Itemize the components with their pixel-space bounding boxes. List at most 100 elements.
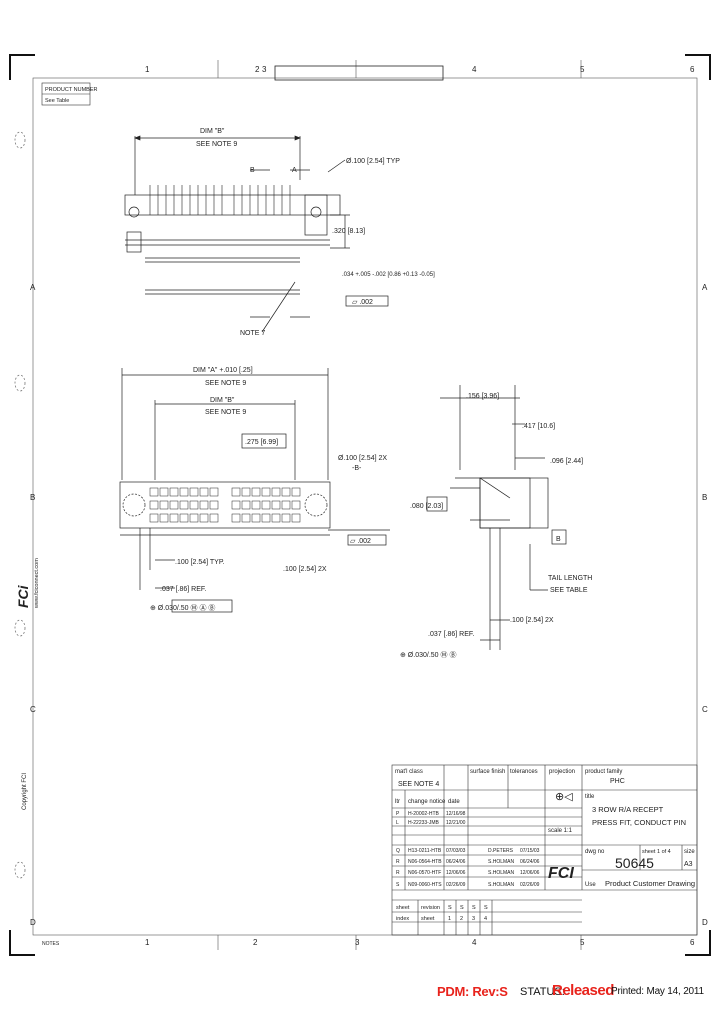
product-number-box: PRODUCT NUMBER See Table	[41, 82, 97, 106]
zone-top-3: 3	[262, 65, 267, 74]
revision-row: R N06-0564-HTB 06/24/06 S.HOLMAN 06/24/0…	[396, 859, 540, 865]
use-value: Product Customer Drawing	[605, 879, 695, 888]
top-dim-b: DIM "B"	[200, 128, 225, 135]
mat-class-label: mat'l class	[395, 769, 423, 775]
svg-text:S: S	[396, 882, 400, 888]
zone-side-d-right: D	[702, 918, 708, 927]
drawing-number: 50645	[615, 855, 654, 871]
use-label: Use	[585, 882, 596, 888]
surface-finish-label: surface finish	[470, 769, 505, 775]
front-tolerance: ⊕ Ø.030/.50 Ⓜ Ⓐ Ⓑ	[150, 604, 215, 612]
svg-text:3: 3	[472, 916, 475, 922]
zone-side-b: B	[30, 493, 35, 502]
svg-text:H13-0211-HTB: H13-0211-HTB	[408, 848, 442, 854]
title-label: title	[585, 794, 595, 800]
svg-text:N09-0060-HTS: N09-0060-HTS	[408, 882, 442, 888]
svg-text:12/21/00: 12/21/00	[446, 820, 466, 826]
title-block: mat'l class SEE NOTE 4 surface finish to…	[391, 764, 698, 936]
svg-text:12/06/06: 12/06/06	[446, 870, 466, 876]
svg-text:S: S	[460, 905, 464, 911]
revision-row: P H-20002-HTB 12/16/98	[396, 811, 466, 817]
sheet-index-table: sheet revision S S S S index sheet 1 2 3…	[396, 905, 488, 922]
tolerances-label: tolerances	[510, 769, 538, 775]
side-tail-length: TAIL LENGTH	[548, 575, 592, 582]
product-number-label: PRODUCT NUMBER	[45, 87, 97, 93]
corner-mark: NOTES	[42, 941, 60, 947]
front-see-note-outer: SEE NOTE 9	[205, 380, 246, 387]
zone-bottom-4: 4	[472, 938, 477, 947]
svg-text:N06-0570-HTF: N06-0570-HTF	[408, 870, 441, 876]
front-ref-b: -B-	[352, 465, 362, 472]
side-see-table: SEE TABLE	[550, 587, 588, 594]
svg-text:07/15/03: 07/15/03	[520, 848, 540, 854]
zone-side-a-right: A	[702, 283, 708, 292]
front-ref-dim: .037 [.86] REF.	[160, 586, 206, 593]
product-family-label: product family	[585, 769, 622, 775]
rev-header: ltr	[395, 799, 400, 805]
front-typ-dim: .100 [2.54] TYP.	[175, 559, 225, 566]
svg-text:1: 1	[448, 916, 451, 922]
company-logo: FCI	[548, 865, 574, 882]
svg-text:sheet: sheet	[421, 916, 435, 922]
svg-text:D.PETERS: D.PETERS	[488, 848, 514, 854]
top-dim-1: .320 [8.13]	[332, 228, 365, 235]
svg-text:R: R	[396, 859, 400, 865]
scale-label: scale 1:1	[548, 828, 573, 834]
title-line-1: 3 ROW R/A RECEPT	[592, 805, 664, 814]
top-dim-2: .034 +.005 -.002 [0.86 +0.13 -0.05]	[342, 272, 435, 278]
size-label: size	[684, 849, 695, 855]
top-note-ref: NOTE 7	[240, 330, 265, 337]
front-dim-275: .275 [6.99]	[245, 439, 278, 446]
status-label: STATUS:	[520, 986, 565, 998]
status-value: Released	[552, 982, 614, 999]
top-section-b: B	[250, 167, 255, 174]
zone-bottom-3: 3	[355, 938, 360, 947]
svg-text:R: R	[396, 870, 400, 876]
revision-box	[274, 65, 444, 81]
title-line-2: PRESS FIT, CONDUCT PIN	[592, 818, 686, 827]
projection-label: projection	[549, 769, 575, 775]
side-view	[426, 385, 567, 650]
top-pitch-callout: Ø.100 [2.54] TYP	[346, 158, 400, 165]
svg-text:revision: revision	[421, 905, 440, 911]
revision-row: Q H13-0211-HTB 07/03/03 D.PETERS 07/15/0…	[396, 848, 540, 854]
top-see-note: SEE NOTE 9	[196, 141, 237, 148]
top-view	[124, 135, 389, 333]
svg-text:12/16/98: 12/16/98	[446, 811, 466, 817]
zone-side-d: D	[30, 918, 36, 927]
zone-top-4: 4	[472, 65, 477, 74]
side-dim-3: .096 [2.44]	[550, 458, 583, 465]
side-brand: FCi www.fciconnect.com Copyright FCI	[15, 558, 40, 810]
front-flatness: ▱ .002	[350, 538, 371, 545]
svg-text:S: S	[472, 905, 476, 911]
size-value: A3	[684, 861, 693, 868]
printed-date: Printed: May 14, 2011	[611, 986, 704, 997]
zone-side-c: C	[30, 705, 36, 714]
zone-side-b-right: B	[702, 493, 707, 502]
svg-text:H-20002-HTB: H-20002-HTB	[408, 811, 440, 817]
front-dim-outer: DIM "A" +.010 [.25]	[193, 367, 253, 374]
side-copyright: Copyright FCI	[22, 773, 28, 810]
side-dim-2: .417 [10.6]	[522, 423, 555, 430]
status-bar: PDM: Rev:S STATUS: Released Printed: May…	[0, 980, 720, 1004]
front-pitch-callout: Ø.100 [2.54] 2X	[338, 455, 387, 462]
dwg-no-label: dwg no	[585, 849, 605, 855]
svg-text:12/06/06: 12/06/06	[520, 870, 540, 876]
revision-row: R N06-0570-HTF 12/06/06 S.HOLMAN 12/06/0…	[396, 870, 540, 876]
zone-top-1: 1	[145, 65, 150, 74]
front-view	[119, 368, 390, 613]
svg-text:07/03/03: 07/03/03	[446, 848, 466, 854]
front-see-note-inner: SEE NOTE 9	[205, 409, 246, 416]
side-tolerance: ⊕ Ø.030/.50 Ⓜ Ⓑ	[400, 651, 456, 659]
svg-text:S: S	[484, 905, 488, 911]
revision-row: L H-22233-JMB 12/21/00	[396, 820, 466, 826]
zone-top-6: 6	[690, 65, 695, 74]
side-logo: FCi	[15, 584, 31, 608]
svg-text:sheet: sheet	[396, 905, 410, 911]
front-dim-inner: DIM "B"	[210, 397, 235, 404]
top-section-a: A	[292, 167, 297, 174]
projection-symbol: ⊕◁	[555, 791, 573, 803]
side-url: www.fciconnect.com	[34, 558, 40, 609]
svg-text:index: index	[396, 916, 409, 922]
side-dim-1: .156 [3.96]	[466, 393, 499, 400]
